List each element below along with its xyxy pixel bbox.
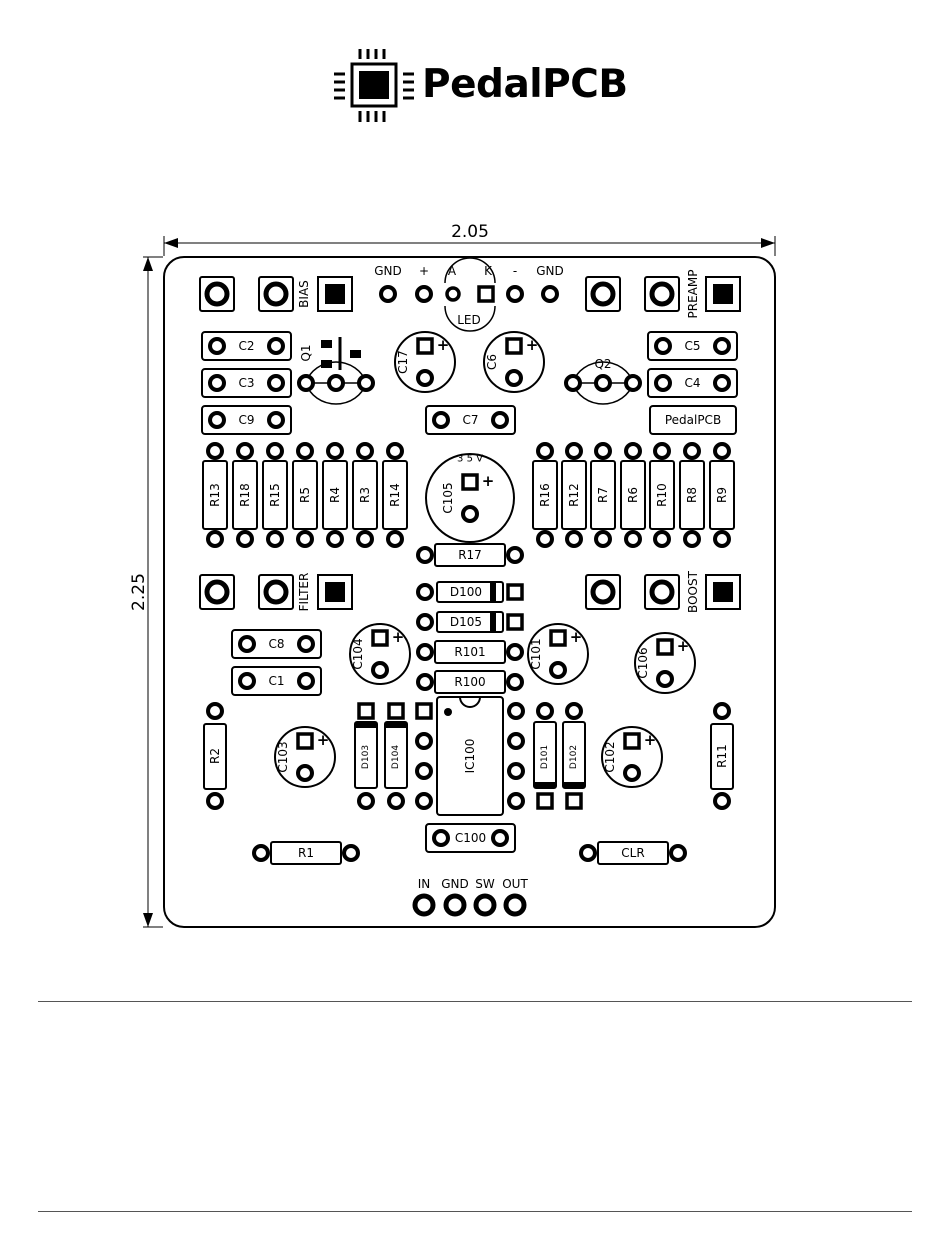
- resistor-r11-label: R11: [715, 744, 729, 768]
- power-label: -: [513, 264, 517, 278]
- diode-d104-label: D104: [391, 745, 401, 769]
- ecap-c106-plus: +: [677, 637, 690, 655]
- diode-d101-label: D101: [540, 745, 550, 769]
- divider-bottom: [38, 1211, 912, 1212]
- cap-c8: C8: [232, 630, 321, 658]
- ecap-c101-label: C101: [529, 638, 543, 669]
- cap-c5: C5: [648, 332, 737, 360]
- ecap-c17: + C17: [395, 332, 455, 392]
- resistor-r17-label: R17: [458, 548, 482, 562]
- pot-filter-label: FILTER: [297, 573, 311, 612]
- ecap-c106: + C106: [635, 633, 695, 693]
- cap-c3-label: C3: [238, 376, 254, 390]
- resistor-clr-label: CLR: [621, 846, 644, 860]
- transistor-q1-label: Q1: [299, 344, 313, 361]
- cap-c7: C7: [426, 406, 515, 434]
- cap-c4-label: C4: [684, 376, 700, 390]
- resistor-r5-label: R5: [298, 487, 312, 503]
- ecap-c6: + C6: [484, 332, 544, 392]
- cap-c3: C3: [202, 369, 291, 397]
- cap-c9-label: C9: [238, 413, 254, 427]
- led-label: LED: [457, 313, 481, 327]
- diode-d103-label: D103: [361, 745, 371, 769]
- resistor-r6-label: R6: [626, 487, 640, 503]
- c105-voltage-mark: 3 5 V: [457, 454, 483, 465]
- io-label-out: OUT: [502, 877, 528, 891]
- ecap-c104-plus: +: [392, 628, 405, 646]
- silk-label-box: PedalPCB: [650, 406, 736, 434]
- power-label: GND: [374, 264, 402, 278]
- pot-boost: BOOST: [586, 570, 740, 613]
- ecap-c105-label: C105: [441, 482, 455, 513]
- resistor-r2-label: R2: [208, 748, 222, 764]
- ecap-c101-plus: +: [570, 628, 583, 646]
- diode-d102-label: D102: [569, 745, 579, 769]
- resistor-r13-label: R13: [208, 483, 222, 507]
- silk-label: PedalPCB: [665, 413, 721, 427]
- ecap-c102-label: C102: [603, 741, 617, 772]
- resistor-r8-label: R8: [685, 487, 699, 503]
- io-label-in: IN: [418, 877, 431, 891]
- ecap-c102-plus: +: [644, 731, 657, 749]
- cap-c7-label: C7: [462, 413, 478, 427]
- dimension-height-label: 2.25: [129, 573, 149, 611]
- ecap-c6-label: C6: [485, 354, 499, 370]
- ecap-c103: + C103: [275, 727, 335, 787]
- resistor-r3-label: R3: [358, 487, 372, 503]
- ic-label: IC100: [463, 739, 477, 774]
- resistor-r4-label: R4: [328, 487, 342, 503]
- io-label-gnd: GND: [441, 877, 469, 891]
- cap-c100: C100: [426, 824, 515, 852]
- cap-c100-label: C100: [455, 831, 486, 845]
- ecap-c102: + C102: [602, 727, 662, 787]
- resistor-r18-label: R18: [238, 483, 252, 507]
- ecap-c105-plus: +: [482, 472, 495, 490]
- ecap-c106-label: C106: [636, 647, 650, 678]
- power-label: GND: [536, 264, 564, 278]
- ecap-c104: + C104: [350, 624, 410, 684]
- resistor-r100-label: R100: [454, 675, 485, 689]
- ecap-c103-plus: +: [317, 731, 330, 749]
- pot-filter: FILTER: [200, 573, 352, 612]
- pot-boost-label: BOOST: [686, 570, 700, 613]
- diode-d105-label: D105: [450, 615, 482, 629]
- ecap-c101: + C101: [528, 624, 588, 684]
- pot-bias: BIAS: [200, 277, 352, 311]
- resistor-r1-label: R1: [298, 846, 314, 860]
- cap-c4: C4: [648, 369, 737, 397]
- resistor-r15-label: R15: [268, 483, 282, 507]
- ecap-c105: + C105: [426, 454, 514, 542]
- resistor-r9-label: R9: [715, 487, 729, 503]
- pot-preamp-label: PREAMP: [686, 270, 700, 319]
- cap-c9: C9: [202, 406, 291, 434]
- resistor-r12-label: R12: [567, 483, 581, 507]
- cap-c8-label: C8: [268, 637, 284, 651]
- ecap-c17-label: C17: [396, 350, 410, 374]
- power-label: +: [419, 264, 429, 278]
- cap-c1: C1: [232, 667, 321, 695]
- cap-c5-label: C5: [684, 339, 700, 353]
- diode-d100-label: D100: [450, 585, 482, 599]
- resistor-r7-label: R7: [596, 487, 610, 503]
- resistor-r101-label: R101: [454, 645, 485, 659]
- ecap-c17-plus: +: [437, 336, 450, 354]
- io-label-sw: SW: [475, 877, 495, 891]
- resistor-r10-label: R10: [655, 483, 669, 507]
- dimension-width-label: 2.05: [451, 222, 489, 242]
- ecap-c103-label: C103: [276, 741, 290, 772]
- ecap-c6-plus: +: [526, 336, 539, 354]
- transistor-q2-label: Q2: [594, 357, 611, 371]
- pot-bias-label: BIAS: [297, 280, 311, 308]
- pot-preamp: PREAMP: [586, 270, 740, 319]
- resistor-r14-label: R14: [388, 483, 402, 507]
- cap-c1-label: C1: [268, 674, 284, 688]
- cap-c2-label: C2: [238, 339, 254, 353]
- ecap-c104-label: C104: [351, 638, 365, 669]
- cap-c2: C2: [202, 332, 291, 360]
- resistor-r16-label: R16: [538, 483, 552, 507]
- divider-top: [38, 1001, 912, 1002]
